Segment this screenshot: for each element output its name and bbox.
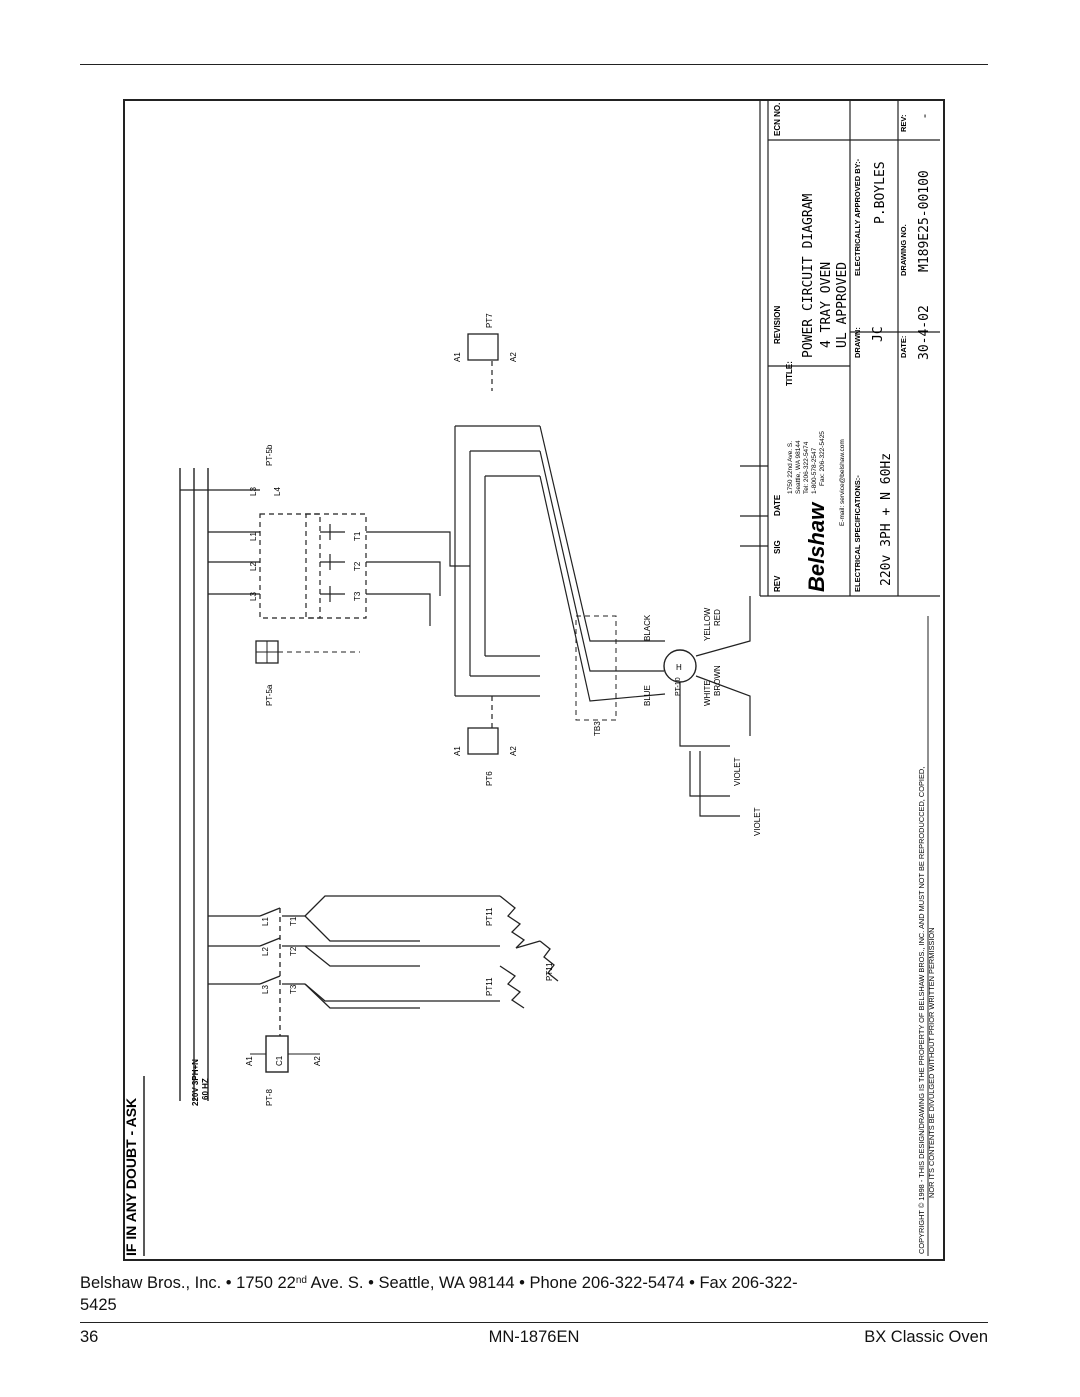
svg-text:PT-5b: PT-5b [265,444,274,466]
svg-text:REVISION: REVISION [773,306,782,344]
company-address: Belshaw Bros., Inc. • 1750 22nd Ave. S. … [80,1274,798,1314]
svg-text:DATE:: DATE: [899,336,908,358]
main-bus-lines [179,468,209,1101]
svg-text:Tel: 206-322-5474: Tel: 206-322-5474 [803,441,810,494]
revision-value: - [917,114,931,118]
copyright-notice: COPYRIGHT © 1998 - THIS DESIGN/DRAWING I… [917,767,926,1254]
pt7-label: PT7 [485,313,494,328]
svg-text:A2: A2 [509,746,518,756]
pt6-pt7-contacts [454,361,540,728]
drawing-title-1: POWER CIRCUIT DIAGRAM [801,193,816,358]
electrical-spec: 220v 3PH + N 60Hz [879,453,894,586]
svg-text:T3: T3 [289,984,298,994]
svg-text:L1: L1 [249,532,258,541]
approved-by: P.BOYLES [873,161,888,224]
sheet-border [123,99,945,1261]
svg-text:1-800-578-2547: 1-800-578-2547 [811,447,818,494]
pt6-coil [467,727,499,755]
circuit-diagram-sheet: IF IN ANY DOUBT - ASK 220V 3PH+N 60 HZ C… [123,99,945,1261]
svg-text:L3: L3 [261,985,270,994]
drawing-title-2: 4 TRAY OVEN [819,262,834,348]
svg-text:YELLOW: YELLOW [703,607,712,641]
svg-text:ELECTRICAL SPECIFICATIONS:-: ELECTRICAL SPECIFICATIONS:- [853,475,862,592]
svg-text:A1: A1 [453,352,462,362]
drawing-number: M189E25-00100 [917,170,932,272]
svg-text:REV:: REV: [899,114,908,132]
drawing-date: 30-4-02 [917,305,932,360]
svg-text:T2: T2 [353,561,362,571]
svg-text:BROWN: BROWN [713,665,722,696]
tb3-terminal-block [575,615,617,721]
drawn-by: JC [871,326,886,342]
svg-text:PT-10: PT-10 [675,677,682,696]
svg-text:T3: T3 [353,591,362,601]
svg-text:PT11: PT11 [485,907,494,926]
svg-text:A1: A1 [245,1056,254,1066]
top-rule [80,64,988,65]
svg-text:E-mail: service@belshaw.com: E-mail: service@belshaw.com [839,439,846,526]
svg-text:L1: L1 [261,917,270,926]
svg-text:1750 22nd Ave. S.: 1750 22nd Ave. S. [787,441,794,494]
belshaw-logo: Belshaw [804,501,829,592]
page-number: 36 [80,1328,99,1346]
copyright-notice-line2: NOR ITS CONTENTS BE DIVULGED WITHOUT PRI… [927,928,936,1198]
footer-rule [80,1322,988,1323]
svg-text:L2: L2 [261,947,270,956]
pt6-label: PT6 [485,771,494,786]
svg-text:ECN NO.: ECN NO. [773,103,782,136]
svg-text:RED: RED [713,609,722,626]
motor-wires [539,425,751,817]
svg-text:A1: A1 [453,746,462,756]
svg-text:REV: REV [773,575,782,592]
svg-text:T1: T1 [289,916,298,926]
doubt-banner: IF IN ANY DOUBT - ASK [123,1098,139,1256]
svg-text:DATE: DATE [773,494,782,516]
svg-text:DRAWING NO.: DRAWING NO. [899,224,908,276]
svg-text:L3: L3 [249,592,258,601]
svg-text:PT-5a: PT-5a [265,684,274,706]
contactor-block-pt5 [180,489,470,626]
svg-text:C1: C1 [275,1055,284,1066]
svg-text:WHITE: WHITE [703,680,712,706]
svg-text:BLACK: BLACK [643,614,652,641]
svg-text:H: H [676,663,682,672]
document-code: MN-1876EN [488,1328,580,1346]
bottom-contactor [208,895,559,1036]
svg-text:SIG: SIG [773,540,782,554]
svg-text:TITLE:: TITLE: [785,361,794,386]
svg-text:Seattle, WA 98144: Seattle, WA 98144 [795,440,802,494]
title-block [740,100,940,597]
svg-text:A2: A2 [313,1056,322,1066]
svg-text:L3: L3 [249,487,258,496]
svg-text:BLUE: BLUE [643,685,652,706]
svg-text:VIOLET: VIOLET [733,757,742,786]
svg-text:A2: A2 [509,352,518,362]
product-name: BX Classic Oven [864,1328,988,1346]
svg-text:L4: L4 [273,487,282,496]
svg-text:TB3: TB3 [593,721,602,736]
drawing-title-3: UL APPROVED [835,262,850,348]
svg-text:VIOLET: VIOLET [753,807,762,836]
svg-text:DRAWN:: DRAWN: [853,327,862,358]
svg-text:T2: T2 [289,946,298,956]
svg-text:PT11: PT11 [485,977,494,996]
svg-text:Fax: 206-322-5425: Fax: 206-322-5425 [819,431,826,486]
svg-text:T1: T1 [353,531,362,541]
svg-text:ELECTRICALLY APPROVED BY:-: ELECTRICALLY APPROVED BY:- [853,158,862,276]
supply-label: 220V 3PH+N [191,1059,200,1106]
pt7-coil [467,333,499,361]
pt8-label: PT-8 [265,1089,274,1106]
supply-frequency: 60 HZ [201,1078,210,1100]
svg-text:L2: L2 [249,562,258,571]
svg-text:PT11: PT11 [545,962,554,981]
